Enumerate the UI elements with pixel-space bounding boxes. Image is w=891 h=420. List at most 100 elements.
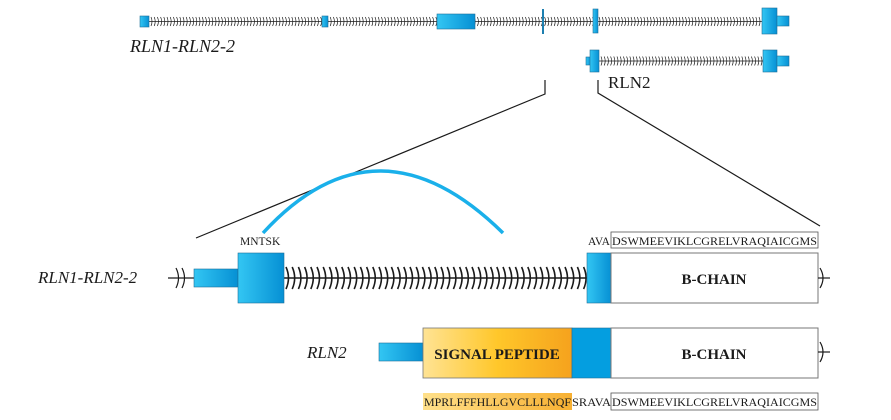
intron-chevron	[377, 16, 380, 27]
ava-label: AVA	[588, 236, 611, 248]
intron-chevron	[674, 56, 676, 66]
intron-chevron	[365, 16, 367, 27]
intron-chevron	[390, 16, 393, 27]
intron-chevron	[699, 56, 702, 66]
zoom-connectors	[195, 80, 821, 239]
intron-chevron	[422, 16, 425, 27]
intron-chevron	[189, 16, 191, 27]
intron-chevron	[720, 16, 722, 27]
intron-chevron	[483, 16, 486, 27]
intron-chevron	[709, 56, 712, 66]
utr	[776, 15, 790, 27]
intron-chevron	[493, 16, 495, 27]
intron-chevron	[744, 56, 747, 66]
intron-chevron	[717, 16, 719, 27]
intron-chevron	[160, 16, 162, 27]
intron-chevron	[499, 16, 502, 27]
exon	[321, 15, 329, 28]
intron-chevron	[427, 266, 432, 290]
intron-chevron	[328, 266, 333, 290]
intron-chevron	[680, 56, 683, 66]
intron-chevron	[667, 56, 670, 66]
intron-chevron	[166, 16, 169, 27]
intron-chevron	[316, 266, 321, 290]
intron-chevron	[341, 266, 346, 290]
intron-chevron	[361, 16, 364, 27]
intron-chevron	[353, 266, 358, 290]
intron-chevron	[396, 266, 401, 290]
intron-chevron	[537, 16, 540, 27]
b-chain-sequence-bottom: DSWMEEVIKLCGRELVRAQIAICGMS	[612, 397, 817, 409]
intron-chevron	[648, 56, 651, 66]
intron-chevron	[371, 16, 374, 27]
intron-chevron	[322, 266, 327, 290]
b-chain-label: B-CHAIN	[681, 272, 746, 288]
intron-chevron	[653, 16, 655, 27]
utr	[378, 342, 424, 362]
intron-chevron	[691, 16, 694, 27]
intron-chevron	[230, 16, 233, 27]
intron-chevron	[741, 56, 744, 66]
intron-chevron	[403, 266, 408, 290]
intron-chevron	[685, 16, 687, 27]
intron-chevron	[224, 16, 226, 27]
intron-chevron	[297, 266, 302, 290]
zoomed-rln2-label: RLN2	[306, 343, 347, 362]
intron-chevron	[334, 266, 339, 290]
intron-chevron	[664, 56, 667, 66]
intron-chevron	[677, 56, 680, 66]
intron-chevron	[393, 16, 396, 27]
intron-chevron	[291, 266, 296, 290]
intron-chevron	[585, 16, 588, 27]
intron-chevron	[205, 16, 207, 27]
intron-chevron	[553, 16, 556, 27]
intron-chevron	[480, 16, 482, 27]
intron-chevron	[736, 16, 738, 27]
intron-chevron	[754, 56, 756, 66]
intron-chevron	[614, 16, 617, 27]
intron-chevron	[157, 16, 159, 27]
intron-chevron	[525, 16, 527, 27]
top-rln2-label: RLN2	[608, 73, 651, 92]
break-chevron	[181, 267, 186, 289]
intron-chevron	[755, 16, 758, 27]
intron-chevron	[608, 16, 610, 27]
intron-chevron	[633, 16, 636, 27]
intron-chevron	[288, 16, 290, 27]
intron-chevron	[265, 16, 268, 27]
intron-chevron	[603, 56, 606, 66]
intron-chevron	[214, 16, 217, 27]
mntsk-label: MNTSK	[240, 236, 281, 248]
intron-chevron	[415, 266, 420, 290]
exon-2-prefix	[586, 252, 612, 304]
intron-chevron	[173, 16, 175, 27]
intron-chevron	[678, 16, 681, 27]
intron-chevron	[534, 16, 537, 27]
intron-chevron	[336, 16, 338, 27]
intron-chevron	[249, 16, 252, 27]
intron-chevron	[760, 56, 763, 66]
intron-chevron	[573, 16, 575, 27]
intron-chevron	[643, 16, 646, 27]
exon	[139, 15, 150, 28]
intron-chevron	[345, 16, 348, 27]
intron-chevron	[521, 16, 524, 27]
intron-chevron	[617, 16, 620, 27]
intron-chevron	[655, 56, 657, 66]
intron-chevron	[182, 16, 185, 27]
zoomed-transcript-rln2: RLN2 SIGNAL PEPTIDE B-CHAIN	[306, 327, 830, 379]
protein-sequence: MPRLFFFHLLGVCLLLNQF SRAVA DSWMEEVIKLCGRE…	[423, 392, 819, 411]
intron-chevron	[502, 266, 507, 290]
intron-chevron	[520, 266, 525, 290]
exon	[436, 13, 476, 30]
intron-chevron	[227, 16, 230, 27]
intron-chevron	[694, 16, 697, 27]
intron-chevron	[605, 16, 607, 27]
intron-chevron	[358, 16, 361, 27]
intron-chevron	[719, 56, 721, 66]
intron-chevron	[465, 266, 470, 290]
intron-chevron	[582, 266, 587, 290]
intron-chevron	[646, 16, 649, 27]
intron-chevron	[544, 16, 546, 27]
intron-chevron	[665, 16, 668, 27]
